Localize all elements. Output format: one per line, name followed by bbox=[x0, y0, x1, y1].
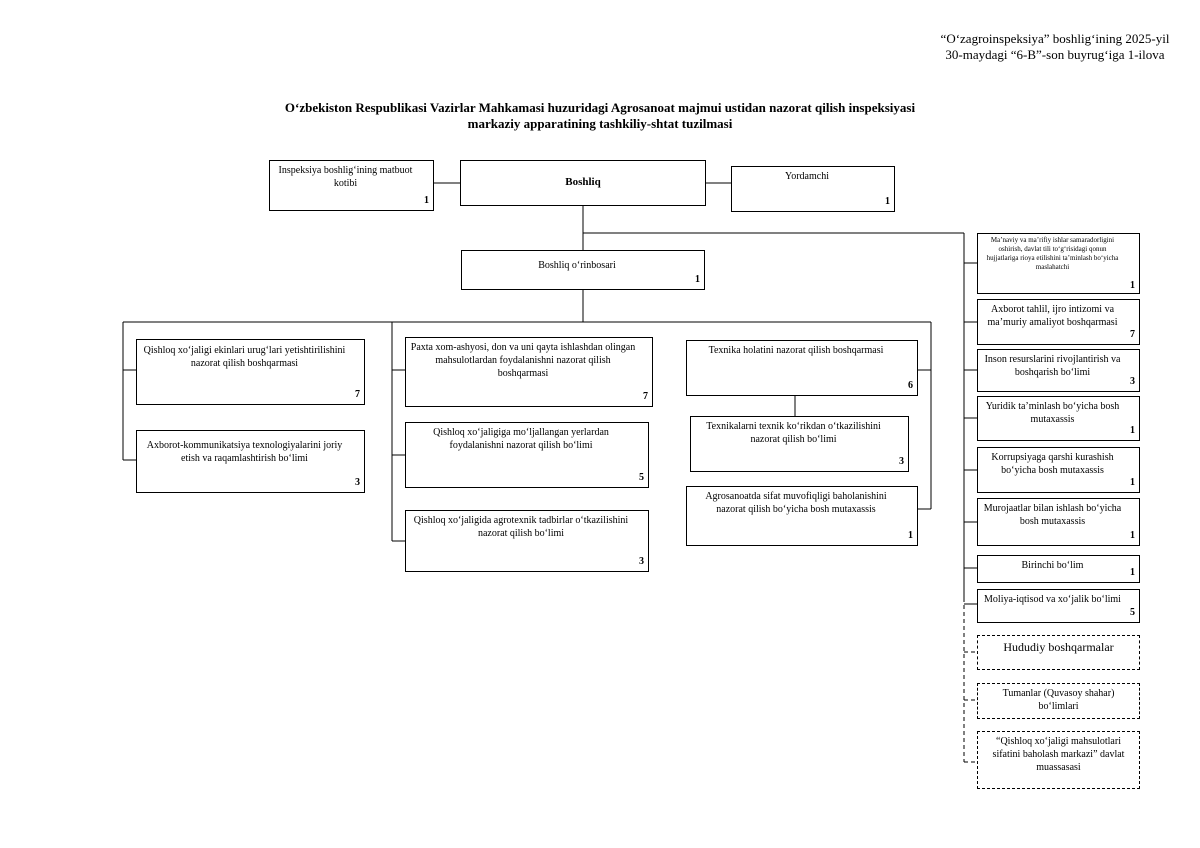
box-label: Ma’naviy va ma’rifiy ishlar samaradorlig… bbox=[986, 236, 1119, 271]
staff-count: 1 bbox=[885, 196, 890, 207]
box-appeals-specialist: Murojaatlar bilan ishlash bo‘yicha bosh … bbox=[977, 498, 1140, 546]
box-deputy-head: Boshliq o‘rinbosari 1 bbox=[461, 250, 705, 290]
staff-count: 1 bbox=[1130, 530, 1135, 541]
box-label: Axborot tahlil, ijro intizomi va ma’muri… bbox=[987, 304, 1118, 328]
box-label: Qishloq xo‘jaligi ekinlari urug‘lari yet… bbox=[143, 345, 346, 369]
box-hr-department: Inson resurslarini rivojlantirish va bos… bbox=[977, 349, 1140, 392]
box-anticorruption-specialist: Korrupsiyaga qarshi kurashish bo‘yicha b… bbox=[977, 447, 1140, 493]
title-line-2: markaziy apparatining tashkiliy-shtat tu… bbox=[467, 116, 733, 131]
box-quality-center: “Qishloq xo‘jaligi mahsulotlari sifatini… bbox=[977, 731, 1140, 789]
staff-count: 3 bbox=[899, 456, 904, 467]
staff-count: 1 bbox=[1130, 425, 1135, 436]
staff-count: 3 bbox=[639, 556, 644, 567]
box-label: Hududiy boshqarmalar bbox=[1003, 640, 1114, 654]
staff-count: 3 bbox=[355, 477, 360, 488]
staff-count: 3 bbox=[1130, 376, 1135, 387]
box-quality-specialist: Agrosanoatda sifat muvofiqligi baholanis… bbox=[686, 486, 918, 546]
staff-count: 5 bbox=[1130, 607, 1135, 618]
box-label: Inson resurslarini rivojlantirish va bos… bbox=[984, 354, 1121, 378]
box-seeds-directorate: Qishloq xo‘jaligi ekinlari urug‘lari yet… bbox=[136, 339, 365, 405]
staff-count: 1 bbox=[1130, 477, 1135, 488]
box-label: Birinchi bo‘lim bbox=[1021, 560, 1084, 571]
box-label: Texnika holatini nazorat qilish boshqarm… bbox=[708, 345, 884, 356]
box-analysis-directorate: Axborot tahlil, ijro intizomi va ma’muri… bbox=[977, 299, 1140, 345]
staff-count: 1 bbox=[424, 195, 429, 206]
box-label: Agrosanoatda sifat muvofiqligi baholanis… bbox=[705, 491, 887, 515]
box-label: Yordamchi bbox=[785, 171, 829, 182]
title-line-1: O‘zbekiston Respublikasi Vazirlar Mahkam… bbox=[284, 100, 916, 115]
staff-count: 1 bbox=[908, 530, 913, 541]
box-finance-department: Moliya-iqtisod va xo‘jalik bo‘limi 5 bbox=[977, 589, 1140, 623]
box-label: Texnikalarni texnik ko‘rikdan o‘tkazilis… bbox=[706, 421, 881, 445]
box-label: Murojaatlar bilan ishlash bo‘yicha bosh … bbox=[983, 503, 1122, 527]
appendix-note: “O‘zagroinspeksiya” boshlig‘ining 2025-y… bbox=[940, 31, 1170, 62]
box-label: Qishloq xo‘jaligiga mo‘ljallangan yerlar… bbox=[433, 427, 609, 451]
staff-count: 1 bbox=[1130, 567, 1135, 578]
box-head: Boshliq bbox=[460, 160, 706, 206]
box-label: Moliya-iqtisod va xo‘jalik bo‘limi bbox=[984, 594, 1121, 605]
box-label: Qishloq xo‘jaligida agrotexnik tadbirlar… bbox=[413, 515, 629, 539]
box-label: Inspeksiya boshlig‘ining matbuot kotibi bbox=[278, 165, 413, 189]
staff-count: 1 bbox=[1130, 280, 1135, 291]
box-technical-inspection-department: Texnikalarni texnik ko‘rikdan o‘tkazilis… bbox=[690, 416, 909, 472]
staff-count: 7 bbox=[355, 389, 360, 400]
box-agrotech-department: Qishloq xo‘jaligida agrotexnik tadbirlar… bbox=[405, 510, 649, 572]
box-label: Paxta xom-ashyosi, don va uni qayta ishl… bbox=[410, 342, 636, 379]
box-label: Yuridik ta’minlash bo‘yicha bosh mutaxas… bbox=[985, 401, 1120, 425]
box-label: Boshliq bbox=[565, 176, 601, 188]
box-label: “Qishloq xo‘jaligi mahsulotlari sifatini… bbox=[992, 736, 1125, 773]
box-ict-department: Axborot-kommunikatsiya texnologiyalarini… bbox=[136, 430, 365, 493]
staff-count: 5 bbox=[639, 472, 644, 483]
box-assistant: Yordamchi 1 bbox=[731, 166, 895, 212]
box-first-department: Birinchi bo‘lim 1 bbox=[977, 555, 1140, 583]
box-land-use-department: Qishloq xo‘jaligiga mo‘ljallangan yerlar… bbox=[405, 422, 649, 488]
chart-title: O‘zbekiston Respublikasi Vazirlar Mahkam… bbox=[160, 100, 1040, 132]
box-label: Boshliq o‘rinbosari bbox=[538, 260, 616, 271]
box-press-secretary: Inspeksiya boshlig‘ining matbuot kotibi … bbox=[269, 160, 434, 211]
staff-count: 7 bbox=[1130, 329, 1135, 340]
box-district-departments: Tumanlar (Quvasoy shahar) bo‘limlari bbox=[977, 683, 1140, 719]
box-regional-directorates: Hududiy boshqarmalar bbox=[977, 635, 1140, 670]
box-label: Korrupsiyaga qarshi kurashish bo‘yicha b… bbox=[991, 452, 1114, 476]
staff-count: 1 bbox=[695, 274, 700, 285]
box-spiritual-adviser: Ma’naviy va ma’rifiy ishlar samaradorlig… bbox=[977, 233, 1140, 294]
box-machinery-directorate: Texnika holatini nazorat qilish boshqarm… bbox=[686, 340, 918, 396]
staff-count: 7 bbox=[643, 391, 648, 402]
staff-count: 6 bbox=[908, 380, 913, 391]
box-label: Tumanlar (Quvasoy shahar) bo‘limlari bbox=[1002, 688, 1115, 712]
box-cotton-grain-directorate: Paxta xom-ashyosi, don va uni qayta ishl… bbox=[405, 337, 653, 407]
box-legal-specialist: Yuridik ta’minlash bo‘yicha bosh mutaxas… bbox=[977, 396, 1140, 441]
box-label: Axborot-kommunikatsiya texnologiyalarini… bbox=[146, 440, 343, 464]
